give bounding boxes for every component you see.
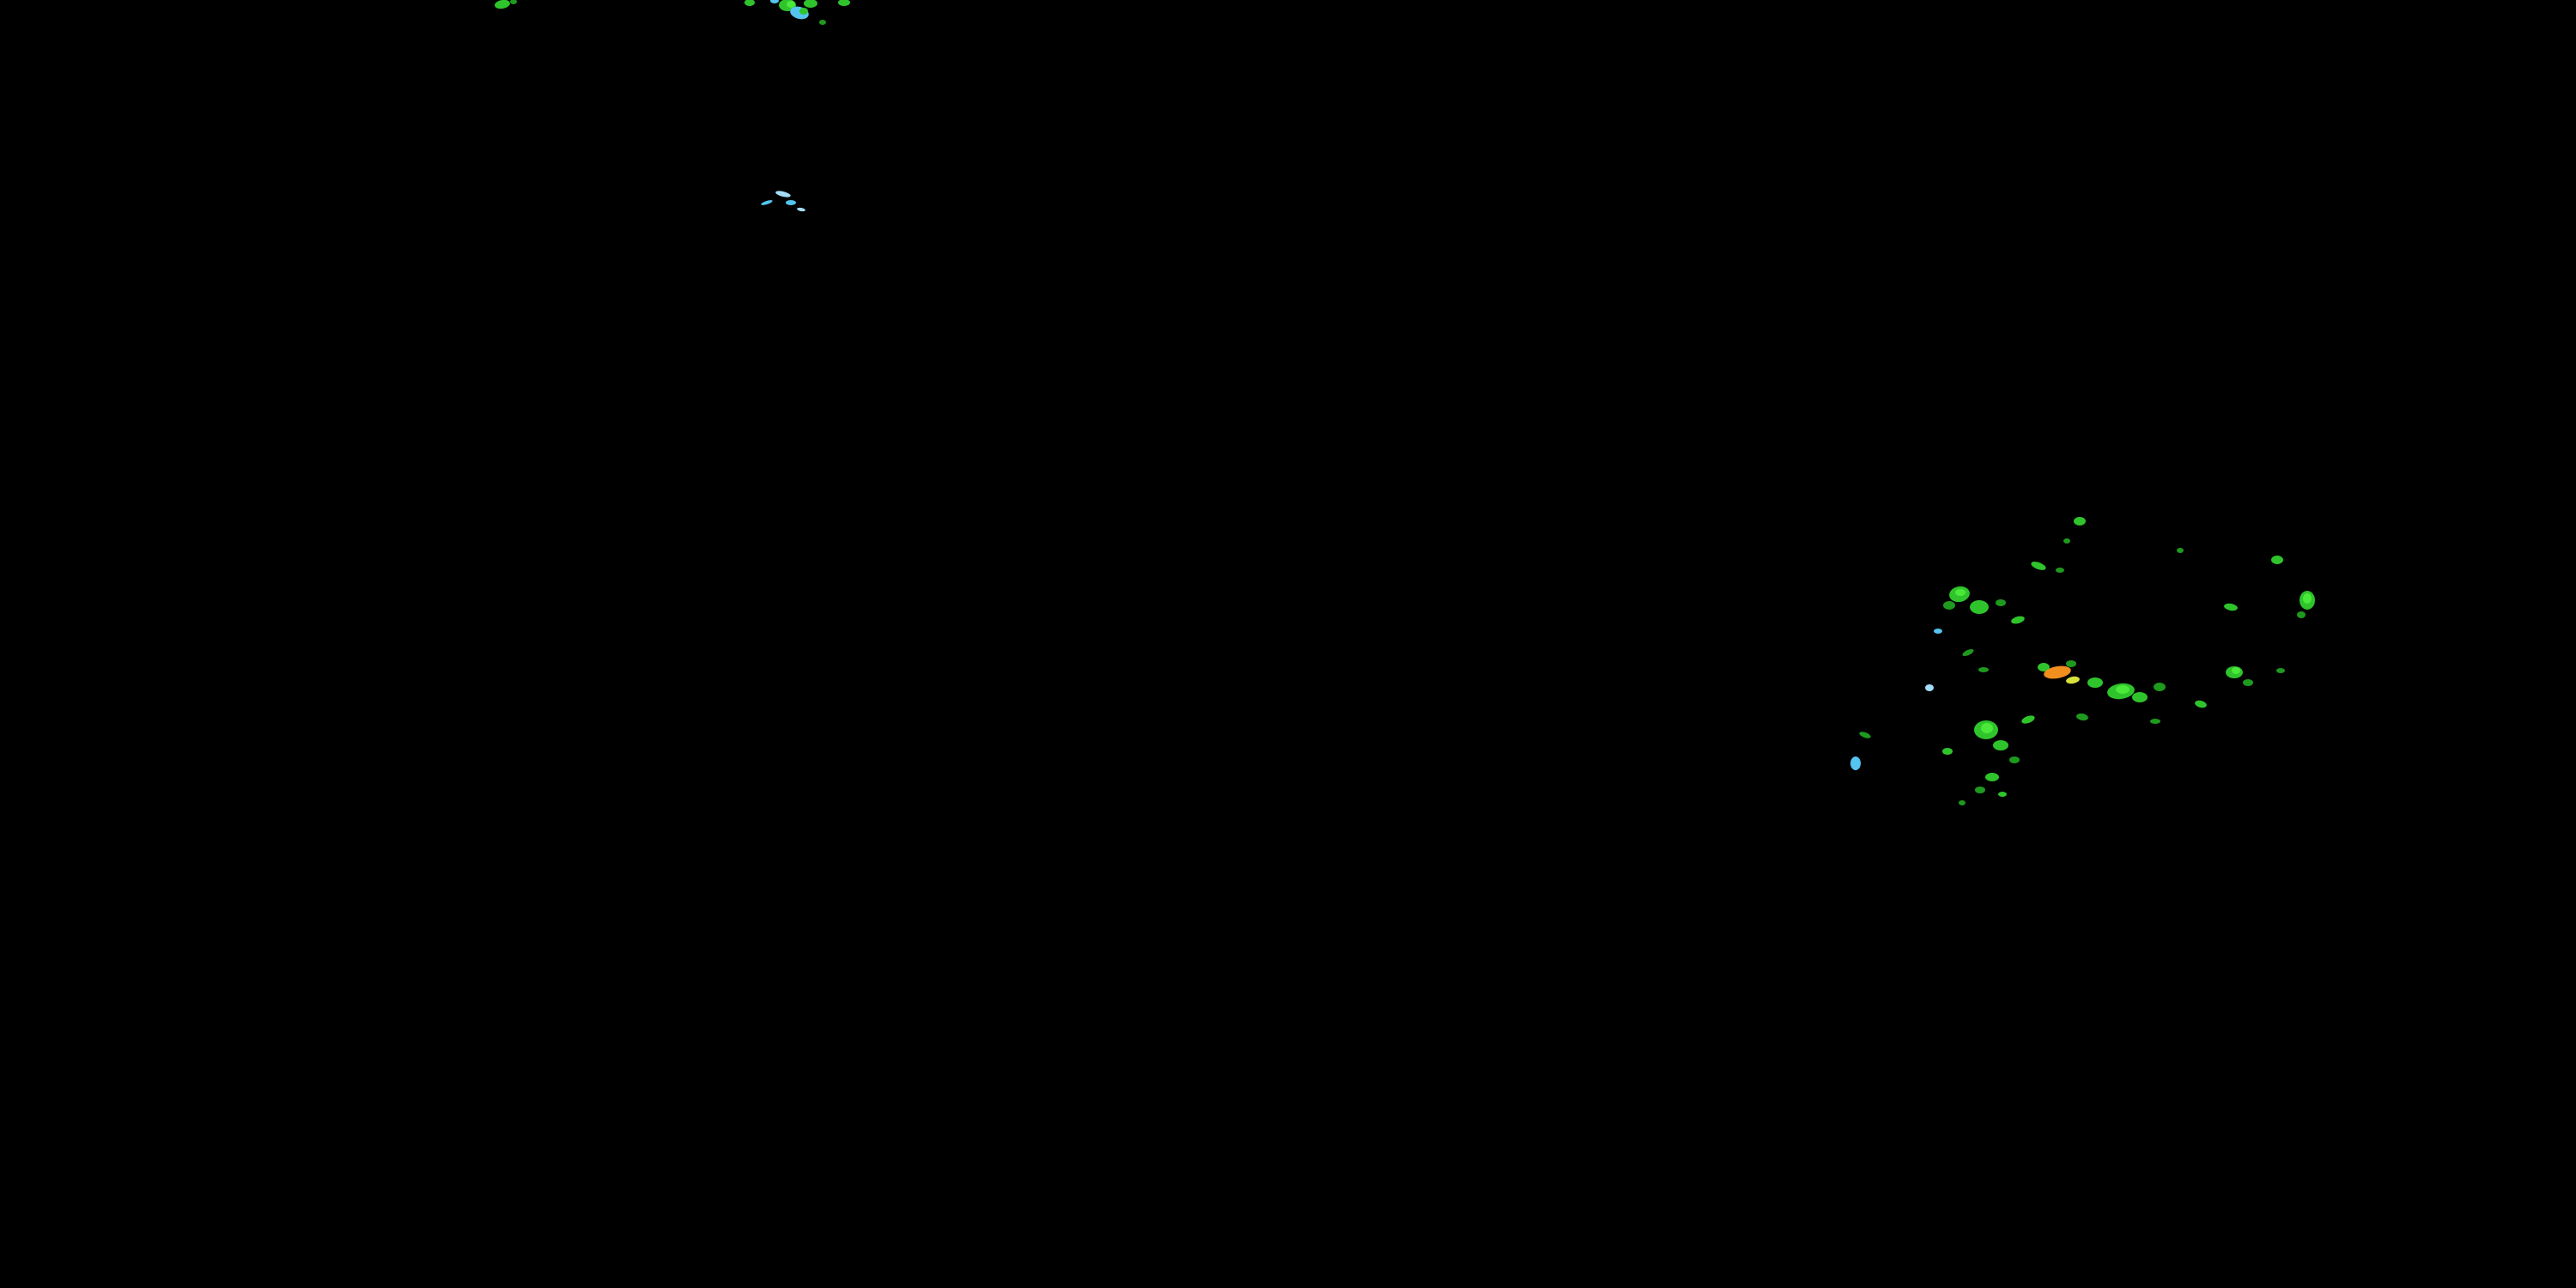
radar-echo	[804, 0, 817, 8]
radar-echo	[775, 191, 791, 197]
radar-echo	[2038, 663, 2050, 671]
radar-echo	[2087, 677, 2103, 688]
radar-echo	[1996, 599, 2006, 606]
radar-echo	[1981, 723, 1993, 733]
radar-echo	[2009, 756, 2020, 763]
radar-echo	[1934, 629, 1942, 634]
radar-echo	[2066, 660, 2076, 667]
radar-echo	[1859, 732, 1871, 738]
radar-echo	[495, 0, 510, 9]
radar-echo	[1925, 684, 1934, 691]
radar-echo	[2224, 603, 2238, 611]
radar-echo	[744, 0, 755, 6]
radar-echo	[2011, 616, 2025, 624]
radar-echo	[787, 1, 795, 8]
radar-echo	[2303, 593, 2312, 604]
radar-echo	[2074, 517, 2086, 526]
radar-echo	[2177, 548, 2184, 553]
radar-echo	[2132, 692, 2148, 702]
radar-echo	[1942, 748, 1953, 755]
radar-echo	[1943, 601, 1955, 610]
radar-echo	[2271, 556, 2283, 564]
radar-echo	[799, 8, 808, 15]
radar-echo-layer	[495, 0, 2315, 805]
radar-echo	[1850, 756, 1861, 770]
radar-echo	[2150, 719, 2160, 724]
radar-echo	[838, 0, 850, 6]
radar-echo	[1985, 773, 1999, 781]
radar-echo	[797, 207, 805, 212]
radar-echo	[770, 0, 779, 3]
radar-echo	[2056, 568, 2064, 573]
radar-echo	[2066, 676, 2080, 684]
radar-echo	[2021, 715, 2035, 724]
radar-echo	[2063, 538, 2070, 544]
radar-echo	[2232, 667, 2240, 674]
radar-echo	[1993, 740, 2008, 750]
radar-echo	[1962, 648, 1974, 657]
radar-echo	[510, 0, 517, 4]
radar-echo	[819, 20, 826, 25]
radar-echo	[1975, 787, 1985, 793]
radar-echo	[2297, 611, 2306, 618]
radar-echo	[761, 200, 773, 205]
radar-echo	[2195, 700, 2207, 708]
radar-echo	[1998, 792, 2007, 797]
radar-echo	[786, 200, 796, 205]
radar-echo	[2076, 713, 2088, 721]
radar-echo	[2044, 665, 2071, 679]
radar-echo	[2116, 685, 2129, 694]
radar-echo	[1959, 800, 1965, 805]
radar-echo	[1970, 600, 1989, 614]
radar-echo	[2243, 679, 2253, 686]
radar-echo	[1955, 589, 1965, 596]
radar-echo	[1978, 667, 1989, 672]
radar-echo	[2276, 668, 2285, 673]
radar-echo	[2031, 562, 2046, 570]
radar-echo	[2154, 683, 2166, 691]
